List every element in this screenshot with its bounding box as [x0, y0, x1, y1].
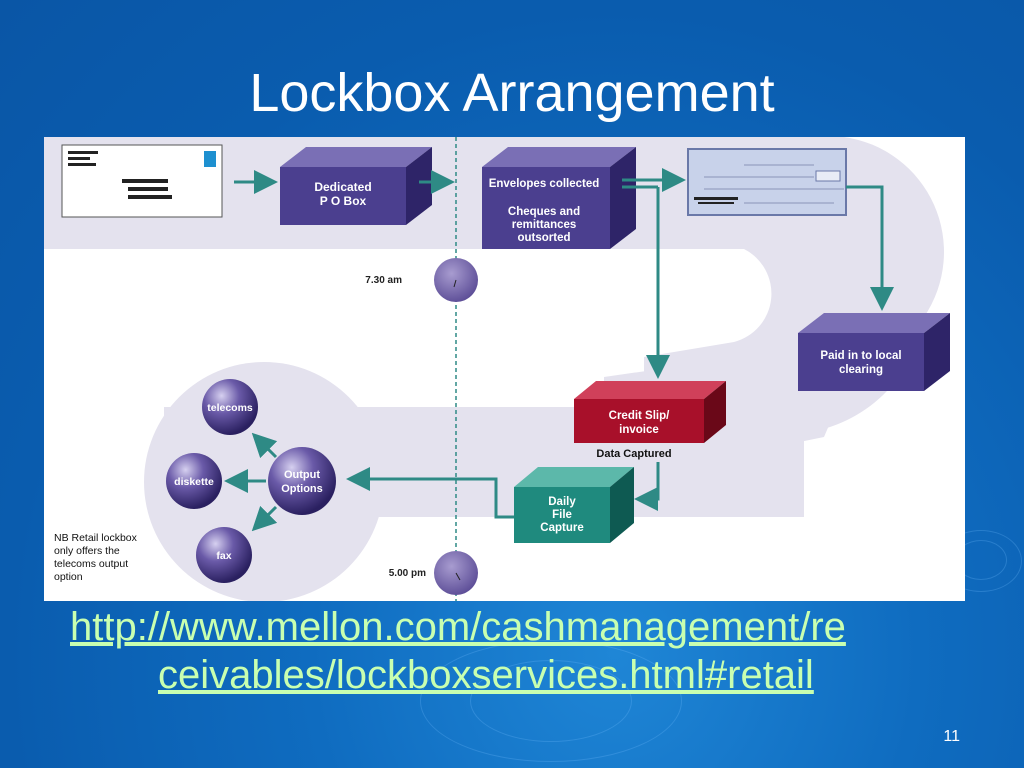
svg-text:P O Box: P O Box	[320, 194, 367, 208]
background-ripple	[470, 660, 632, 742]
svg-text:Output: Output	[284, 469, 320, 481]
fax-node: fax	[196, 527, 252, 583]
source-link[interactable]: http://www.mellon.com/cashmanagement/re …	[70, 603, 970, 699]
svg-text:telecoms: telecoms	[207, 402, 253, 414]
svg-text:fax: fax	[216, 550, 231, 562]
page-number: 11	[943, 728, 960, 745]
slide-title: Lockbox Arrangement	[249, 63, 775, 123]
credit-slip-box: Credit Slip/ invoice	[574, 381, 726, 443]
svg-text:NB Retail lockbox: NB Retail lockbox	[54, 532, 138, 544]
time-morning: 7.30 am	[365, 275, 402, 286]
telecoms-node: telecoms	[202, 379, 258, 435]
output-options-node: Output Options	[268, 447, 336, 515]
svg-text:Paid in to local: Paid in to local	[820, 350, 901, 362]
svg-text:telecoms output: telecoms output	[54, 558, 128, 570]
svg-text:clearing: clearing	[839, 364, 883, 376]
svg-text:only offers the: only offers the	[54, 545, 120, 557]
diskette-node: diskette	[166, 453, 222, 509]
clock-icon	[434, 258, 478, 302]
svg-text:Credit Slip/: Credit Slip/	[609, 410, 671, 422]
svg-text:Options: Options	[281, 483, 323, 495]
data-captured-label: Data Captured	[596, 448, 671, 460]
paid-in-box: Paid in to local clearing	[798, 313, 950, 391]
daily-file-capture-box: Daily File Capture	[514, 467, 634, 543]
time-evening: 5.00 pm	[389, 568, 426, 579]
svg-text:diskette: diskette	[174, 476, 214, 488]
dedicated-box-label: Dedicated	[314, 180, 371, 194]
svg-text:option: option	[54, 571, 83, 583]
svg-text:invoice: invoice	[619, 424, 659, 436]
arrow	[846, 185, 894, 311]
svg-text:Envelopes collected: Envelopes collected	[489, 178, 600, 190]
source-link-line2[interactable]: ceivables/lockboxservices.html#retail	[158, 653, 814, 697]
svg-text:Capture: Capture	[540, 522, 583, 534]
svg-text:Daily: Daily	[548, 496, 576, 508]
envelope-icon	[61, 144, 223, 218]
arrow	[346, 467, 514, 519]
note-text: NB Retail lockbox only offers the teleco…	[54, 532, 138, 583]
envelopes-collected-box: Envelopes collected Cheques and remittan…	[482, 147, 636, 249]
svg-text:outsorted: outsorted	[517, 232, 570, 244]
arrow	[634, 462, 660, 511]
svg-text:File: File	[552, 509, 572, 521]
lockbox-diagram: Dedicated P O Box Envelopes collected Ch…	[44, 137, 965, 601]
source-link-line1[interactable]: http://www.mellon.com/cashmanagement/re	[70, 605, 846, 649]
clock-icon	[434, 551, 478, 595]
cheque-icon	[687, 148, 847, 216]
background-ripple	[420, 640, 682, 762]
svg-text:remittances: remittances	[512, 219, 577, 231]
dedicated-po-box: Dedicated P O Box	[280, 147, 432, 225]
arrow	[251, 505, 278, 532]
arrow	[251, 432, 278, 459]
svg-text:Cheques and: Cheques and	[508, 206, 580, 218]
